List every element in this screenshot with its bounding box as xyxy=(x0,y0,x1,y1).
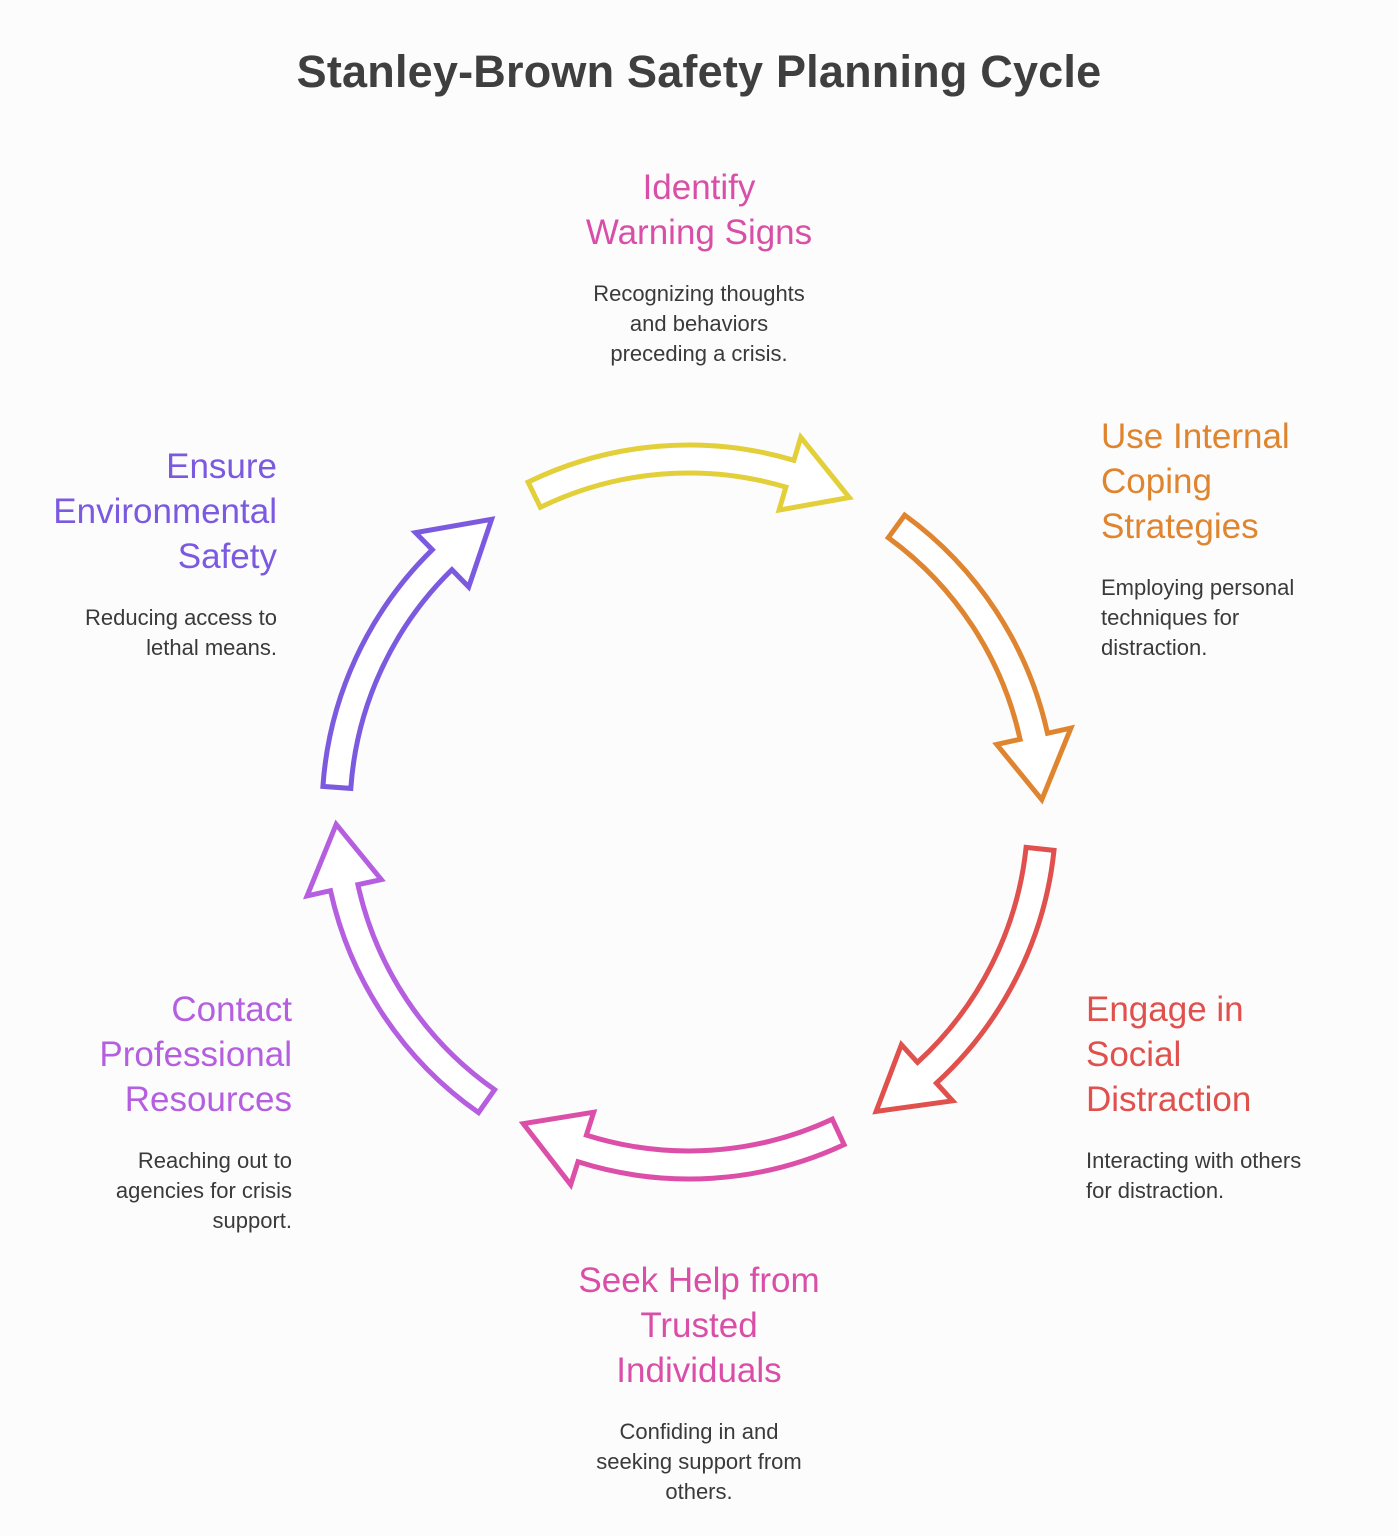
step-use-internal-coping: Use Internal Coping Strategies Employing… xyxy=(1101,414,1391,663)
step-heading: Engage in Social Distraction xyxy=(1086,990,1252,1119)
step-contact-professional: Contact Professional Resources Reaching … xyxy=(20,987,292,1236)
step-engage-social-distraction: Engage in Social Distraction Interacting… xyxy=(1086,987,1391,1206)
step-description: Recognizing thoughts and behaviors prece… xyxy=(593,281,805,366)
arrow-help-to-professional xyxy=(518,1109,848,1190)
step-heading: Seek Help from Trusted Individuals xyxy=(578,1261,820,1390)
step-ensure-environmental-safety: Ensure Environmental Safety Reducing acc… xyxy=(10,444,277,663)
step-heading: Identify Warning Signs xyxy=(585,168,813,252)
arrow-social-to-help xyxy=(872,844,1057,1115)
step-description: Employing personal techniques for distra… xyxy=(1101,575,1295,660)
step-identify-warning-signs: Identify Warning Signs Recognizing thoug… xyxy=(489,165,909,369)
step-description: Reaching out to agencies for crisis supp… xyxy=(115,1148,292,1233)
step-seek-help-trusted: Seek Help from Trusted Individuals Confi… xyxy=(489,1258,909,1507)
step-description: Reducing access to lethal means. xyxy=(85,605,277,660)
step-heading: Use Internal Coping Strategies xyxy=(1101,417,1290,546)
step-description: Interacting with others for distraction. xyxy=(1086,1148,1302,1203)
page-title: Stanley-Brown Safety Planning Cycle xyxy=(296,46,1102,97)
step-heading: Contact Professional Resources xyxy=(99,990,292,1119)
arrow-environment-to-identify xyxy=(320,516,496,792)
step-description: Confiding in and seeking support from ot… xyxy=(596,1419,802,1504)
step-heading: Ensure Environmental Safety xyxy=(53,447,277,576)
arrow-identify-to-coping xyxy=(524,432,854,514)
arrow-coping-to-social xyxy=(884,511,1076,805)
arrow-professional-to-environment xyxy=(302,819,499,1117)
